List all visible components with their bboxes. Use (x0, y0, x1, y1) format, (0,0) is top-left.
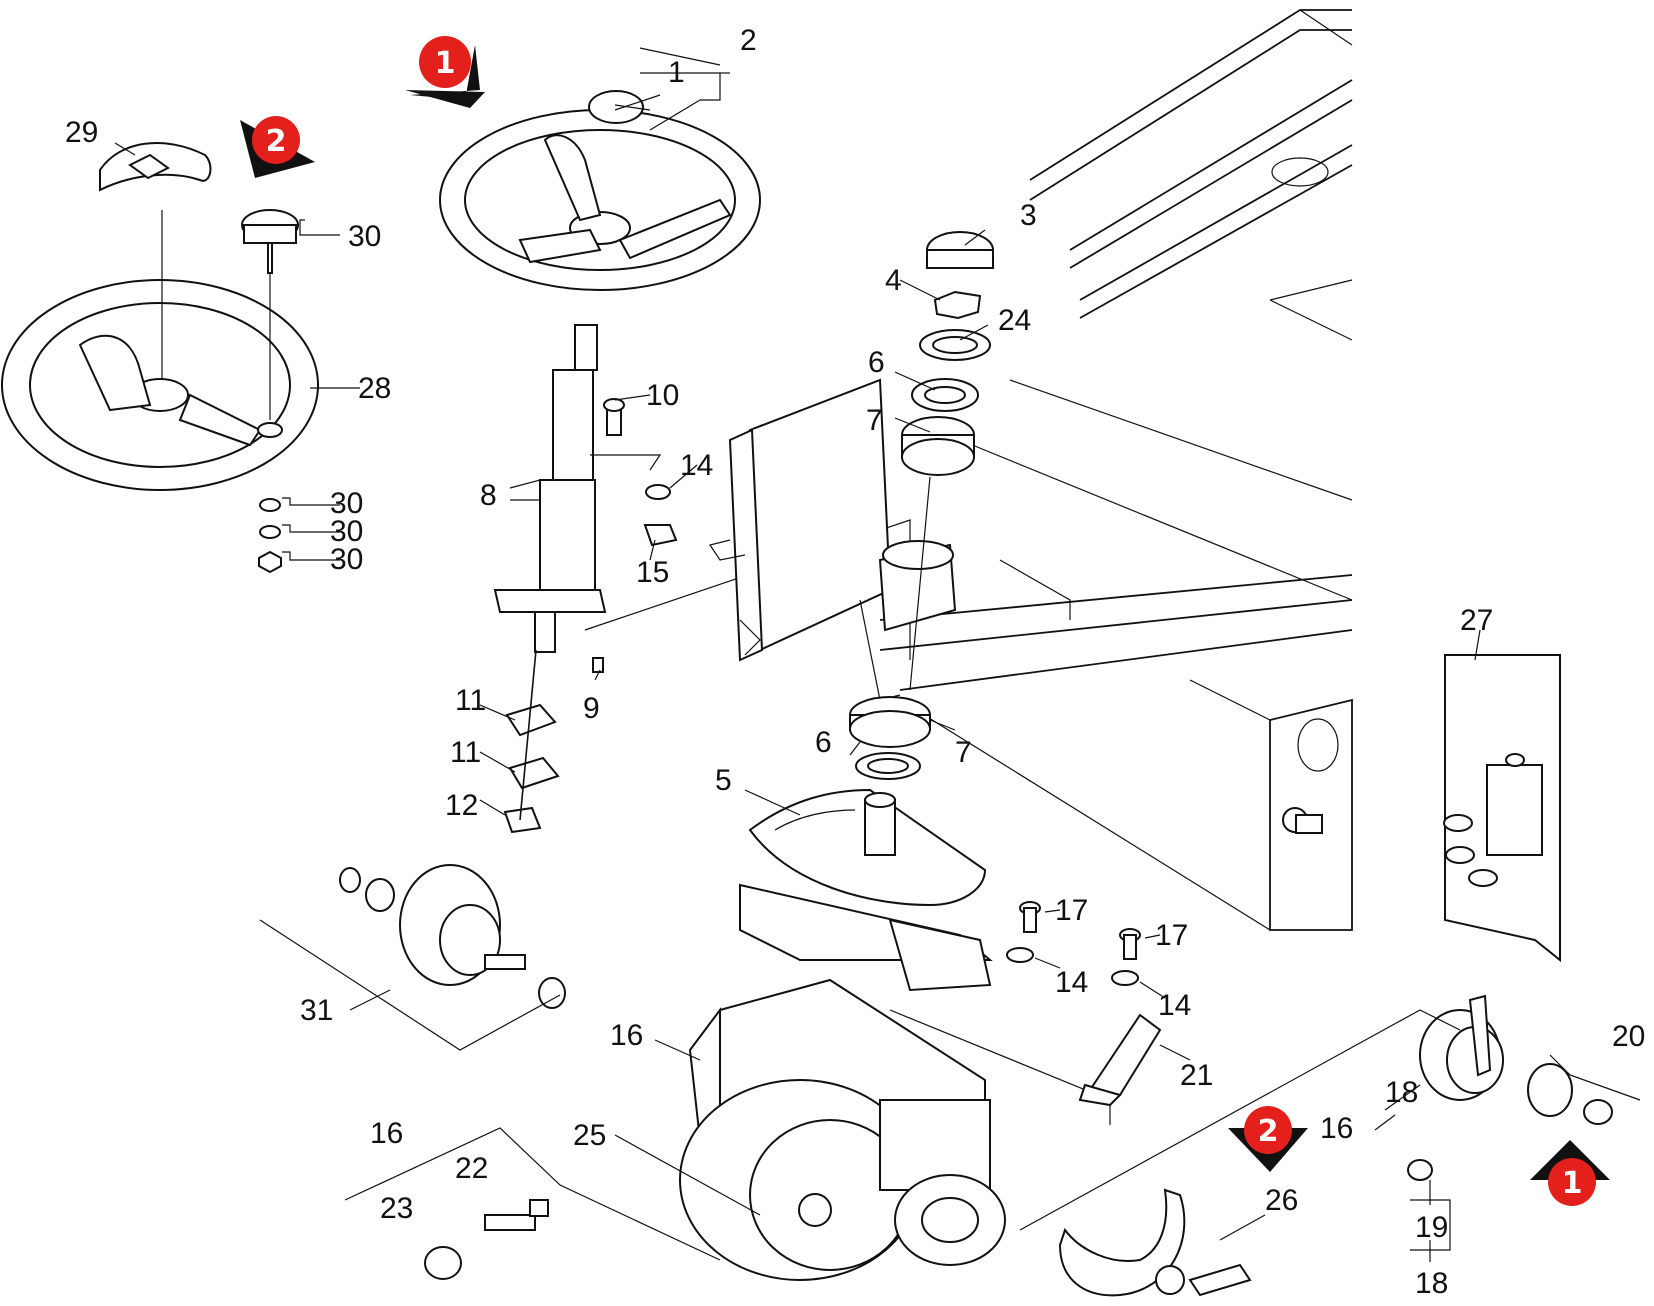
callout-16-motor: 16 (610, 1019, 643, 1052)
callout-14-left: 14 (1055, 966, 1088, 999)
callout-5: 5 (715, 764, 732, 797)
bolts-washers (1006, 901, 1141, 986)
drive-motor-housing (679, 978, 1111, 1281)
bracket-shell (1058, 1188, 1252, 1297)
callout-3: 3 (1020, 199, 1037, 232)
callout-8: 8 (480, 479, 497, 512)
callout-7-upper: 7 (866, 404, 883, 437)
steering-wheel (439, 90, 761, 291)
view-marker-1-bottom-label: 1 (1562, 1166, 1583, 1201)
callout-6-lower: 6 (815, 726, 832, 759)
callout-27: 27 (1460, 604, 1493, 637)
callout-1: 1 (668, 56, 685, 89)
console-bracket (709, 378, 1071, 701)
callout-16-spring: 16 (370, 1117, 403, 1150)
callout-2: 2 (740, 24, 757, 57)
view-marker-2-top: 2 (240, 116, 315, 178)
leader-lines (114, 47, 1641, 1262)
callout-22: 22 (455, 1152, 488, 1185)
view-marker-1-top-badge (419, 36, 471, 88)
callout-11-lower: 11 (450, 736, 481, 769)
view-marker-2-bottom: 2 (1228, 1106, 1308, 1172)
callout-29: 29 (65, 116, 98, 149)
callout-18-upper: 18 (1385, 1076, 1418, 1109)
steering-wheel-alt (1, 142, 319, 574)
callout-11-upper: 11 (455, 684, 486, 717)
callout-24: 24 (998, 304, 1031, 337)
view-marker-1-top-label: 1 (435, 46, 456, 81)
view-marker-1-top: 1 (405, 36, 485, 108)
steering-sector-gear (739, 788, 993, 992)
view-marker-2-top-badge (252, 116, 300, 164)
callout-30-washer-b: 30 (330, 515, 363, 548)
spring-plunger (344, 1127, 721, 1280)
bearing-stack (849, 231, 994, 780)
view-marker-2-top-label: 2 (266, 124, 287, 159)
callout-12: 12 (445, 789, 478, 822)
callout-18-lower: 18 (1415, 1267, 1448, 1300)
lever-assembly (1019, 994, 1613, 1231)
callout-7-lower: 7 (955, 736, 972, 769)
callout-19: 19 (1415, 1211, 1448, 1244)
hardware-bag (1443, 654, 1561, 963)
callout-6-upper: 6 (868, 346, 885, 379)
callout-17-left: 17 (1055, 894, 1088, 927)
callout-labels: 1 2 3 4 24 6 7 10 14 8 15 9 11 11 12 6 7… (65, 24, 1645, 1300)
callout-25: 25 (573, 1119, 606, 1152)
callout-23: 23 (380, 1192, 413, 1225)
callout-30-washer-a: 30 (330, 487, 363, 520)
callout-30-nut: 30 (330, 543, 363, 576)
callout-15: 15 (636, 556, 669, 589)
callout-28: 28 (358, 372, 391, 405)
view-marker-1-bottom-badge (1548, 1158, 1596, 1206)
view-marker-2-bottom-label: 2 (1258, 1114, 1279, 1149)
chassis-frame (879, 9, 1353, 931)
callout-20: 20 (1612, 1020, 1645, 1053)
callout-26: 26 (1265, 1184, 1298, 1217)
steering-column (493, 324, 911, 660)
mount-bracket (1078, 1013, 1162, 1107)
callout-21: 21 (1180, 1059, 1213, 1092)
column-hardware (503, 398, 678, 834)
callout-30-knob: 30 (348, 220, 381, 253)
callout-14-upper: 14 (680, 449, 713, 482)
callout-9: 9 (583, 692, 600, 725)
callout-4: 4 (885, 264, 902, 297)
view-marker-2-bottom-badge (1244, 1106, 1292, 1154)
callout-14-right: 14 (1158, 989, 1191, 1022)
callout-10: 10 (646, 379, 679, 412)
view-marker-1-bottom: 1 (1530, 1140, 1610, 1206)
callout-31: 31 (300, 994, 333, 1027)
callout-16-lever: 16 (1320, 1112, 1353, 1145)
callout-17-right: 17 (1155, 919, 1188, 952)
gear-assembly (259, 864, 566, 1051)
